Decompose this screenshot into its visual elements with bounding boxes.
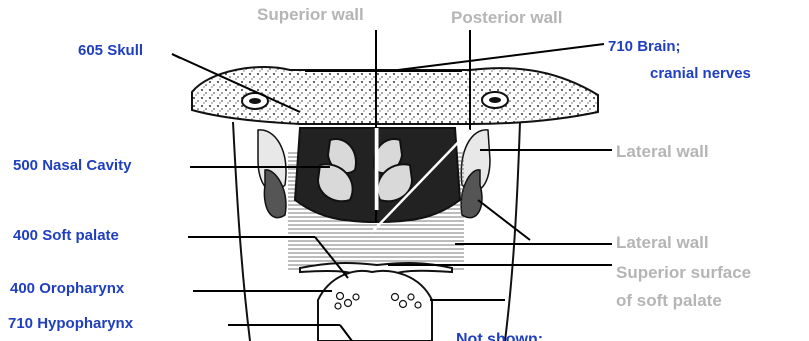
lateral-lower-leader-a bbox=[478, 200, 530, 240]
oropharynx-cavity bbox=[318, 271, 432, 341]
brain-leader bbox=[398, 44, 604, 70]
label-lateral-wall-upper: Lateral wall bbox=[616, 142, 709, 162]
label-lateral-wall-lower: Lateral wall bbox=[616, 233, 709, 253]
label-not-shown: Not shown: bbox=[456, 330, 543, 341]
label-brain: 710 Brain; bbox=[608, 37, 681, 57]
label-nasal-cavity: 500 Nasal Cavity bbox=[13, 156, 131, 176]
label-superior-wall: Superior wall bbox=[257, 5, 364, 25]
label-cranial-nerves: cranial nerves bbox=[650, 64, 751, 84]
label-skull: 605 Skull bbox=[78, 41, 143, 61]
label-hypopharynx: 710 Hypopharynx bbox=[8, 314, 133, 334]
label-of-soft-palate: of soft palate bbox=[616, 291, 722, 311]
label-posterior-wall: Posterior wall bbox=[451, 8, 562, 28]
label-soft-palate: 400 Soft palate bbox=[13, 226, 119, 246]
label-superior-surface: Superior surface bbox=[616, 263, 751, 283]
nasal-cavity bbox=[295, 128, 460, 222]
label-oropharynx: 400 Oropharynx bbox=[10, 279, 124, 299]
skull-bone bbox=[192, 67, 598, 124]
